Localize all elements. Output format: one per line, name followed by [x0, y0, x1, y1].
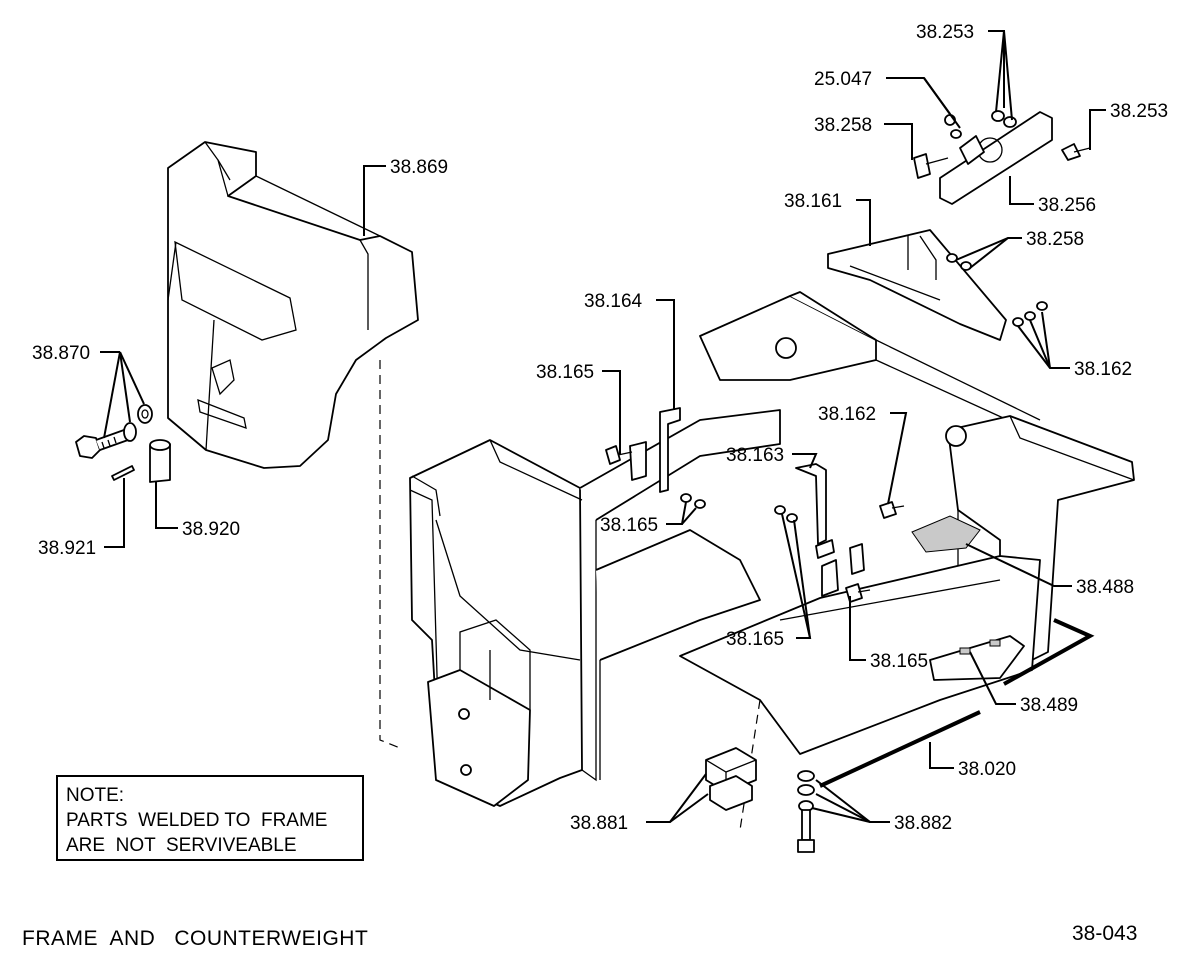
callout-38-163: 38.163 — [726, 445, 784, 466]
callout-38-258-mid: 38.258 — [1026, 229, 1084, 250]
note-box: NOTE: PARTS WELDED TO FRAME ARE NOT SERV… — [56, 775, 364, 861]
small-hardware — [605, 445, 905, 603]
callout-38-256: 38.256 — [1038, 195, 1096, 216]
pin-part — [111, 439, 171, 483]
callout-38-020: 38.020 — [958, 759, 1016, 780]
cross-bar — [827, 229, 1048, 341]
callout-38-253-right: 38.253 — [1110, 101, 1168, 122]
brackets — [629, 407, 865, 597]
counterweight-part — [167, 141, 419, 469]
callout-38-920: 38.920 — [182, 519, 240, 540]
main-frame — [379, 291, 1135, 831]
callout-38-162-right: 38.162 — [1074, 359, 1132, 380]
callout-38-882: 38.882 — [894, 813, 952, 834]
callout-38-161: 38.161 — [784, 191, 842, 212]
callout-38-921: 38.921 — [38, 538, 96, 559]
diagram-title: FRAME AND COUNTERWEIGHT — [22, 927, 369, 950]
callout-38-162-mid: 38.162 — [818, 404, 876, 425]
top-plate-assembly — [913, 110, 1091, 205]
callout-38-165-b: 38.165 — [600, 515, 658, 536]
bolt-washer-set — [75, 404, 153, 459]
pad-bolt — [797, 770, 815, 853]
callout-38-488: 38.488 — [1076, 577, 1134, 598]
note-line-1: PARTS WELDED TO FRAME — [66, 810, 328, 831]
leader-lines — [100, 30, 1106, 823]
page-code: 38-043 — [1072, 922, 1138, 945]
callout-38-870: 38.870 — [32, 343, 90, 364]
rubber-pads — [705, 747, 757, 811]
callout-25-047: 25.047 — [814, 69, 872, 90]
frame-bracket-marker-lower — [819, 710, 981, 788]
callout-38-164: 38.164 — [584, 291, 643, 312]
callout-38-869: 38.869 — [390, 157, 448, 178]
callout-labels: 38.253 25.047 38.253 38.258 38.256 38.86… — [32, 22, 1168, 834]
callout-38-489: 38.489 — [1020, 695, 1078, 716]
callout-38-881: 38.881 — [570, 813, 628, 834]
frame-bracket-marker-upper — [1003, 618, 1095, 686]
callout-38-253-top: 38.253 — [916, 22, 974, 43]
callout-38-165-c: 38.165 — [726, 629, 784, 650]
callout-38-165-a: 38.165 — [536, 362, 594, 383]
note-line-2: ARE NOT SERVIVEABLE — [66, 835, 297, 856]
callout-38-258-top: 38.258 — [814, 115, 872, 136]
note-heading: NOTE: — [66, 785, 125, 806]
callout-38-165-d: 38.165 — [870, 651, 928, 672]
